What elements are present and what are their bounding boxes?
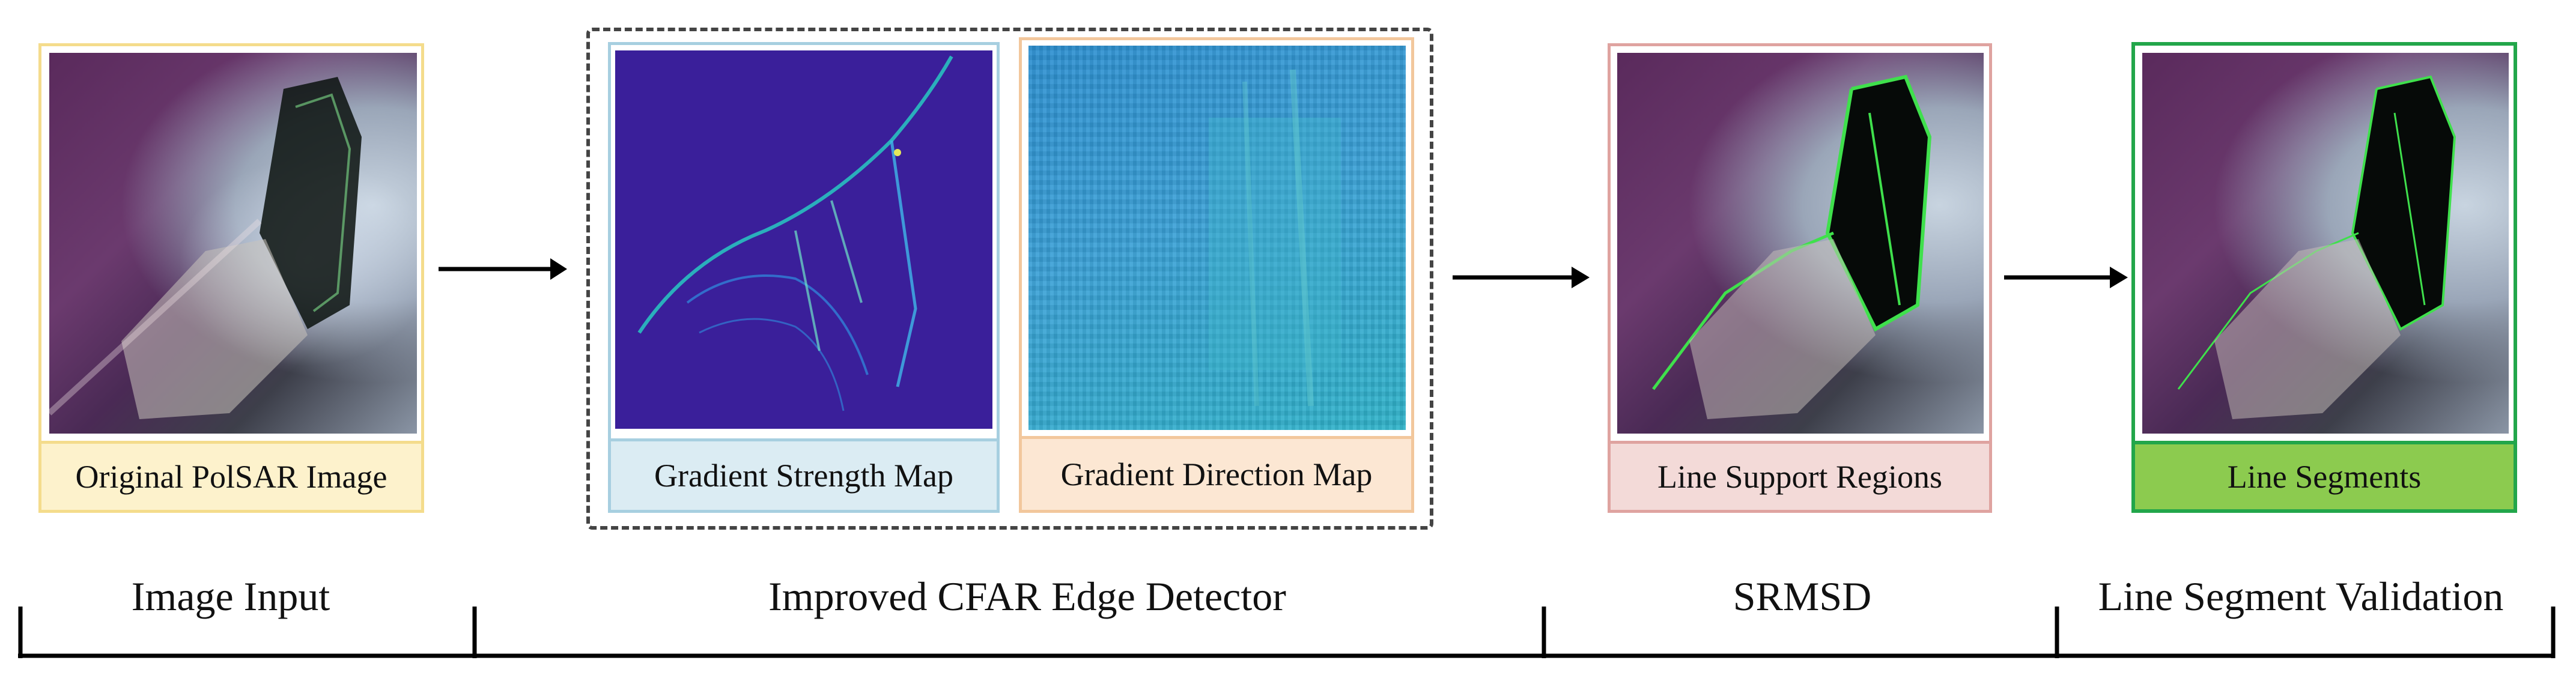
line-support-caption: Line Support Regions xyxy=(1608,441,1992,513)
gradient-strength-caption: Gradient Strength Map xyxy=(608,438,1000,513)
stage-label-validation: Line Segment Validation xyxy=(2098,574,2504,619)
original-polsar-image xyxy=(49,53,417,434)
gradient-direction-image xyxy=(1028,46,1406,430)
stage-label-srmsd: SRMSD xyxy=(1733,574,1872,619)
line-segments-image xyxy=(2142,53,2509,434)
stage-label-image-input: Image Input xyxy=(131,574,330,619)
stage-bracket xyxy=(18,607,2556,658)
line-support-image xyxy=(1617,53,1984,434)
stage-label-cfar: Improved CFAR Edge Detector xyxy=(768,574,1286,619)
cfar-group-box xyxy=(586,28,1433,530)
gradient-strength-image xyxy=(615,50,992,429)
arrow-cfar-to-srmsd xyxy=(1453,267,1590,288)
arrow-input-to-cfar xyxy=(439,258,567,280)
arrow-srmsd-to-validation xyxy=(2004,267,2128,288)
original-image-caption: Original PolSAR Image xyxy=(38,441,424,513)
gradient-direction-caption: Gradient Direction Map xyxy=(1019,436,1414,513)
line-segments-caption: Line Segments xyxy=(2131,441,2517,513)
